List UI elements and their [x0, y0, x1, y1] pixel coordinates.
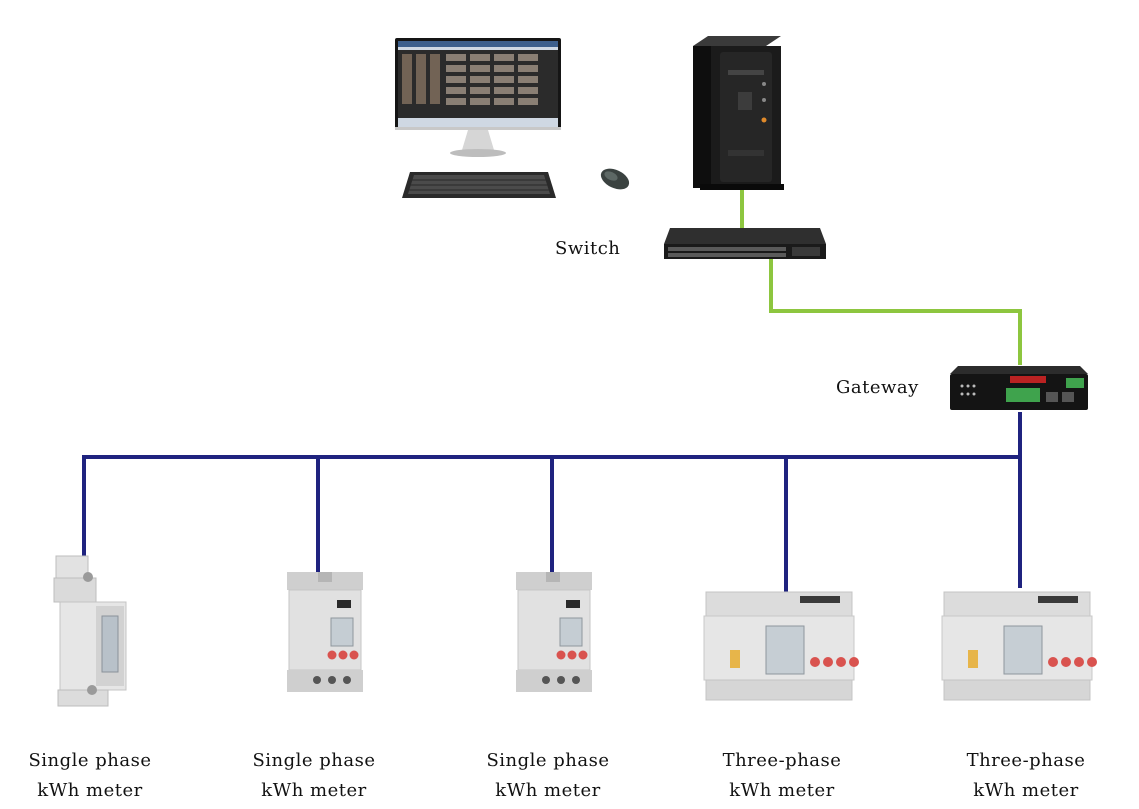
meter-2-device [287, 572, 363, 692]
server-tower-icon [693, 36, 784, 190]
meter-4-device [703, 591, 859, 701]
meter-1-kind: kWh meter [37, 780, 143, 801]
meter-5-type: Three-phase [966, 750, 1086, 771]
meter-2-label: Single phase kWh meter [214, 746, 414, 806]
meter-4-type: Three-phase [722, 750, 842, 771]
switch-label: Switch [555, 238, 621, 259]
gateway-device-icon [950, 366, 1088, 410]
meter-4-kind: kWh meter [729, 780, 835, 801]
meter-5-device [941, 591, 1097, 701]
meter-2-type: Single phase [252, 750, 376, 771]
meter-3-kind: kWh meter [495, 780, 601, 801]
computer-monitor-icon [395, 38, 561, 157]
meter-2-kind: kWh meter [261, 780, 367, 801]
gateway-label: Gateway [836, 377, 919, 398]
meter-5-kind: kWh meter [973, 780, 1079, 801]
meter-1-label: Single phase kWh meter [0, 746, 190, 806]
meter-5-label: Three-phase kWh meter [926, 746, 1126, 806]
meter-3-label: Single phase kWh meter [448, 746, 648, 806]
network-switch-icon [664, 228, 826, 259]
meter-4-label: Three-phase kWh meter [682, 746, 882, 806]
meter-1-device [53, 555, 127, 707]
rs485-bus [82, 412, 1022, 592]
ethernet-links [740, 188, 1022, 365]
meter-1-type: Single phase [28, 750, 152, 771]
meter-3-type: Single phase [486, 750, 610, 771]
keyboard-icon [402, 172, 556, 198]
mouse-icon [600, 168, 630, 190]
meter-3-device [516, 572, 592, 692]
